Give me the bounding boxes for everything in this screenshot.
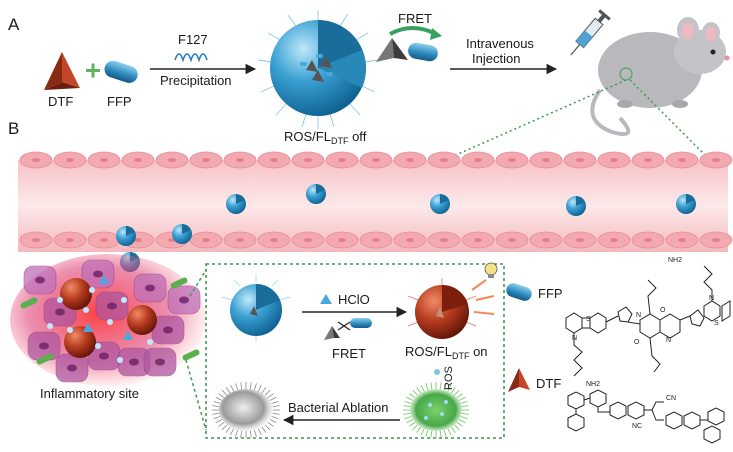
nanoparticle-before-activation: [221, 274, 291, 342]
panel-a-letter: A: [8, 15, 20, 34]
injection-label-1: Intravenous: [466, 36, 534, 51]
atom-n-3: N: [636, 312, 641, 319]
atom-s-2: S: [714, 320, 719, 327]
fret-arrowhead: [430, 28, 442, 40]
fret-blocked-icon: [324, 318, 372, 340]
dtf-chemical-structure: [567, 389, 725, 444]
vessel-wall-top: [19, 151, 733, 169]
inflammatory-tissue: [10, 254, 206, 386]
dtf-label-b: DTF: [536, 376, 561, 391]
zoom-line-right: [629, 79, 713, 163]
nh2-bottom-label: NH2: [586, 381, 600, 388]
ffp-pill-legend-icon: [506, 283, 532, 301]
injection-label-2: Injection: [472, 51, 520, 66]
nanoparticle-off: [257, 10, 379, 129]
vessel-wall-bottom: [19, 231, 733, 249]
ffp-label-a: FFP: [107, 94, 132, 109]
syringe-icon: [570, 9, 611, 56]
zoom-connector-top: [189, 269, 207, 297]
ablation-label: Bacterial Ablation: [288, 400, 388, 415]
emission-rays: [471, 279, 495, 315]
hclo-label: HClO: [338, 292, 370, 307]
atom-n-1: N: [572, 335, 577, 342]
ffp-pill-icon: [104, 60, 138, 83]
bacterium-dead: [212, 382, 280, 438]
fret-curved-arrow-icon: [389, 26, 437, 36]
polymer-coil-icon: [174, 53, 208, 63]
zoom-box: [205, 263, 505, 439]
panel-b-letter: B: [8, 119, 19, 138]
nanoparticle-off-label: ROS/FLDTF off: [284, 129, 367, 146]
precipitation-label: Precipitation: [160, 73, 232, 88]
f127-label: F127: [178, 32, 208, 47]
nc-label: NC: [632, 423, 642, 430]
ros-dot-icon: [434, 369, 440, 375]
ffp-chemical-structure: [565, 265, 731, 377]
cn-label: CN: [666, 395, 676, 402]
atom-o-1: O: [660, 307, 666, 314]
dtf-pyramid-icon: [44, 52, 80, 90]
atom-n-4: N: [666, 337, 671, 344]
ffp-label-b: FFP: [538, 286, 563, 301]
fret-label-a: FRET: [398, 11, 432, 26]
atom-n-2: N: [709, 295, 714, 302]
nanoparticle-activated: [407, 278, 477, 339]
nanoparticle-on-label: ROS/FLDTF on: [405, 344, 488, 361]
fret-blocked-label: FRET: [332, 346, 366, 361]
circulating-nanoparticles: [116, 184, 696, 272]
hclo-triangle-icon: [320, 294, 332, 304]
dtf-label-a: DTF: [48, 94, 73, 109]
mouse-icon: [590, 17, 730, 137]
light-bulb-icon: [484, 262, 498, 278]
bacterium-active: [403, 382, 469, 438]
acceptor-pill-icon: [408, 42, 438, 62]
dtf-pyramid-legend-icon: [508, 368, 530, 392]
inflammatory-site-label: Inflammatory site: [40, 386, 139, 401]
zoom-line-left: [439, 79, 627, 163]
atom-o-2: O: [634, 339, 640, 346]
donor-pyramid-icon: [376, 38, 408, 62]
nh2-top-label: NH2: [668, 257, 682, 264]
atom-s-1: S: [586, 316, 591, 323]
plus-icon: [86, 63, 100, 78]
ros-label: ROS: [443, 366, 455, 390]
zoom-connector-bottom: [185, 359, 207, 431]
